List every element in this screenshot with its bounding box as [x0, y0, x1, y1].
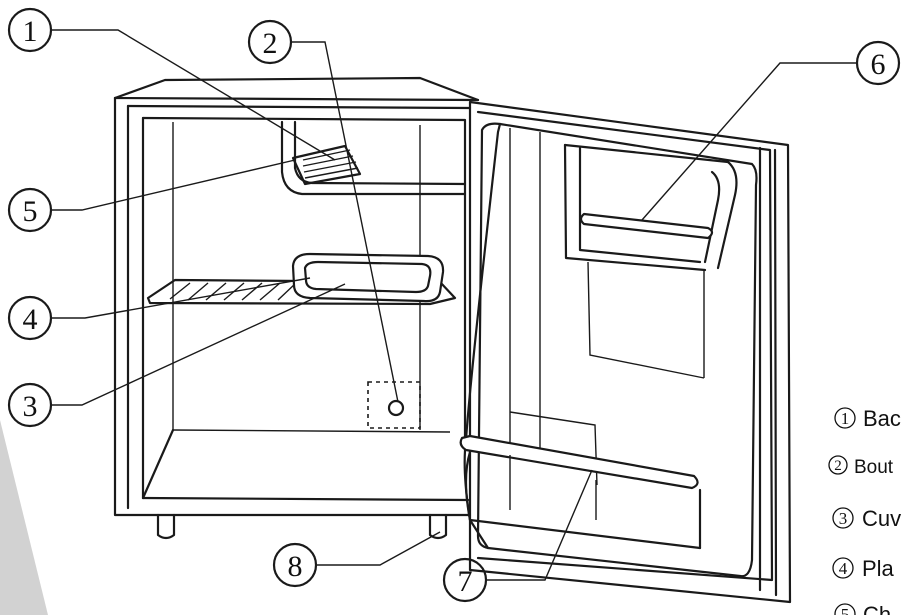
legend-item-1-num: 1: [841, 409, 850, 428]
legend-item-5: 5 Ch: [834, 602, 891, 615]
legend-item-4-num: 4: [839, 559, 848, 578]
legend-item-4: 4 Pla: [832, 556, 895, 581]
callout-2: 2: [247, 19, 293, 65]
legend: 1 Bac 2 Bout 3 Cuv 4 Pla 5 Ch: [828, 406, 901, 615]
callout-5-label: 5: [23, 195, 38, 228]
ice-tray: [291, 252, 445, 303]
callout-6-label: 6: [871, 48, 886, 81]
fridge-cabinet: [113, 76, 480, 540]
legend-item-2-text: Bout: [854, 457, 894, 478]
callout-4-label: 4: [23, 303, 38, 336]
callout-2-label: 2: [263, 27, 278, 60]
callout-8: 8: [272, 542, 318, 588]
legend-item-1: 1 Bac: [834, 406, 901, 431]
callout-7-label: 7: [458, 565, 473, 598]
legend-item-4-text: Pla: [862, 556, 895, 581]
callout-5: 5: [7, 187, 53, 233]
callout-1-label: 1: [23, 15, 38, 48]
thermostat-knob: [367, 381, 421, 429]
legend-item-5-num: 5: [841, 605, 850, 615]
callout-1: 1: [7, 7, 53, 53]
callout-4: 4: [7, 295, 53, 341]
freezer-compartment: [280, 120, 467, 196]
callout-8-label: 8: [288, 550, 303, 583]
grey-wedge: [0, 420, 48, 615]
legend-item-3-num: 3: [839, 509, 848, 528]
legend-item-2-num: 2: [834, 458, 842, 474]
callout-7: 7: [442, 557, 488, 603]
legend-item-3-text: Cuv: [862, 506, 901, 531]
callout-3: 3: [7, 382, 53, 428]
fridge-door: [459, 100, 792, 604]
legend-item-1-text: Bac: [863, 406, 901, 431]
legend-item-5-text: Ch: [863, 602, 891, 615]
legend-item-2: 2 Bout: [828, 455, 894, 478]
callout-3-label: 3: [23, 390, 38, 423]
leader-lines: [50, 29, 857, 581]
callout-6: 6: [855, 40, 901, 86]
legend-item-3: 3 Cuv: [832, 506, 901, 531]
